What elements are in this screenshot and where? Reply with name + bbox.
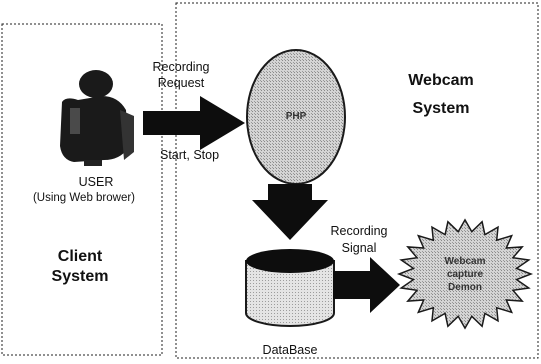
user-computer-icon [60, 70, 134, 166]
user-label: USER [78, 175, 114, 189]
request-label-line2: Request [157, 76, 205, 90]
recording-request-arrow [143, 96, 245, 150]
client-system-title-line2: System [51, 268, 109, 285]
php-to-database-arrow [252, 184, 328, 240]
daemon-label-line3: Demon [448, 282, 482, 293]
client-system-title-line1: Client [57, 248, 103, 265]
daemon-label-line2: capture [446, 269, 484, 280]
database-label: DataBase [262, 343, 318, 357]
signal-label-line2: Signal [341, 241, 377, 255]
webcam-system-title-line2: System [412, 100, 470, 117]
user-sublabel: (Using Web brower) [32, 192, 136, 204]
recording-signal-arrow [333, 257, 400, 313]
request-label-line1: Recording [152, 60, 210, 74]
php-label: PHP [285, 111, 307, 122]
daemon-label-line1: Webcam [444, 256, 486, 267]
request-sublabel: Start, Stop [160, 148, 220, 162]
signal-label-line1: Recording [330, 224, 388, 238]
webcam-system-title-line1: Webcam [408, 72, 474, 89]
client-system-boundary [1, 23, 163, 356]
webcam-system-boundary [175, 2, 539, 359]
database-cylinder [245, 249, 335, 327]
daemon-starburst [396, 218, 534, 330]
